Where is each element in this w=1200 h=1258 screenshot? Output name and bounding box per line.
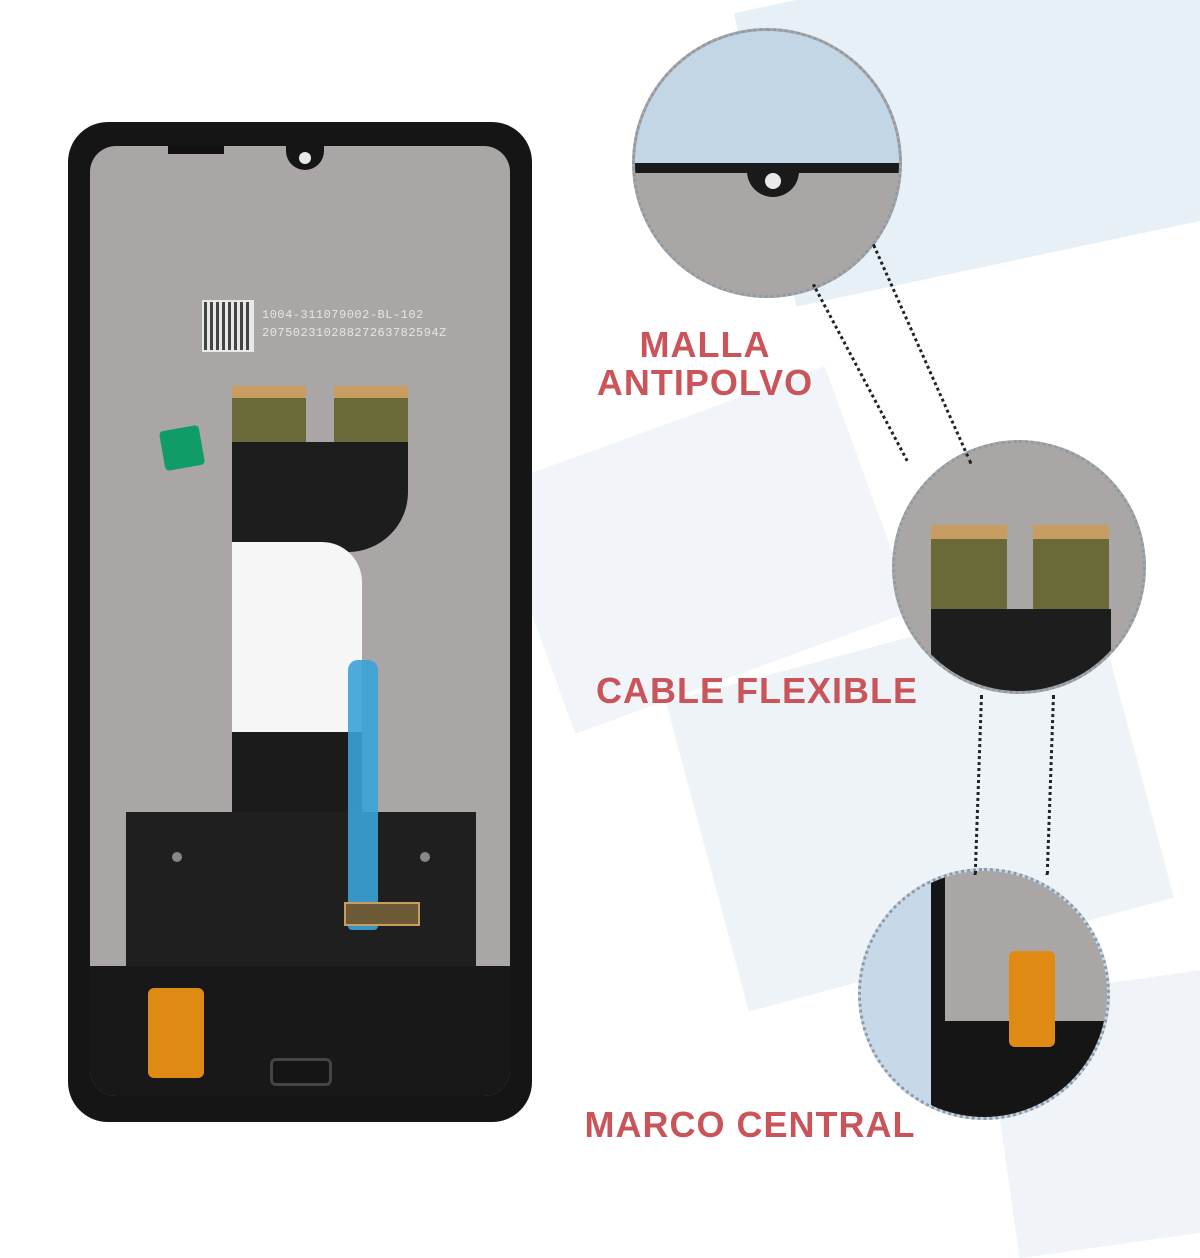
orange-flex-cable [1009,951,1055,1047]
green-tab [158,424,206,472]
fingerprint-slot [270,1058,332,1086]
screw-hole [172,852,182,862]
flex-contact-pad-right [1033,525,1109,623]
zoom-circle-dust-mesh [632,28,902,298]
zoom-circle-mid-frame [858,868,1110,1120]
waterdrop-notch [286,146,324,170]
qr-code [202,300,254,352]
zoom-background [635,31,899,163]
blue-pull-tab [348,660,378,930]
orange-flex-cable [148,988,204,1078]
panel-serial-line2: 20750231028827263782594Z [262,326,447,340]
flex-contact-pad-left [931,525,1007,623]
camera-hole [765,173,781,189]
label-dust-mesh-line2: ANTIPOLVO [596,362,814,403]
lcd-back-panel: 1004-311079002-BL-102 207502310288272637… [90,146,510,1096]
lcd-display-assembly: 1004-311079002-BL-102 207502310288272637… [68,122,532,1122]
zoom-circle-flex-cable [892,440,1146,694]
label-dust-mesh: MALLA ANTIPOLVO [590,326,820,402]
bottom-shield-plate [126,812,476,982]
board-connector [344,902,420,926]
label-dust-mesh-line1: MALLA [639,324,771,365]
label-mid-frame: MARCO CENTRAL [584,1104,916,1145]
panel-serial-line1: 1004-311079002-BL-102 [262,308,424,322]
flex-cable-cutout [1007,525,1033,595]
label-flex-cable: CABLE FLEXIBLE [595,670,918,711]
top-tab [168,146,224,154]
camera-hole [299,152,311,164]
flex-cable-body [931,609,1111,691]
flex-cable-label [232,542,362,732]
flex-cable-body [232,442,408,552]
screw-hole [420,852,430,862]
